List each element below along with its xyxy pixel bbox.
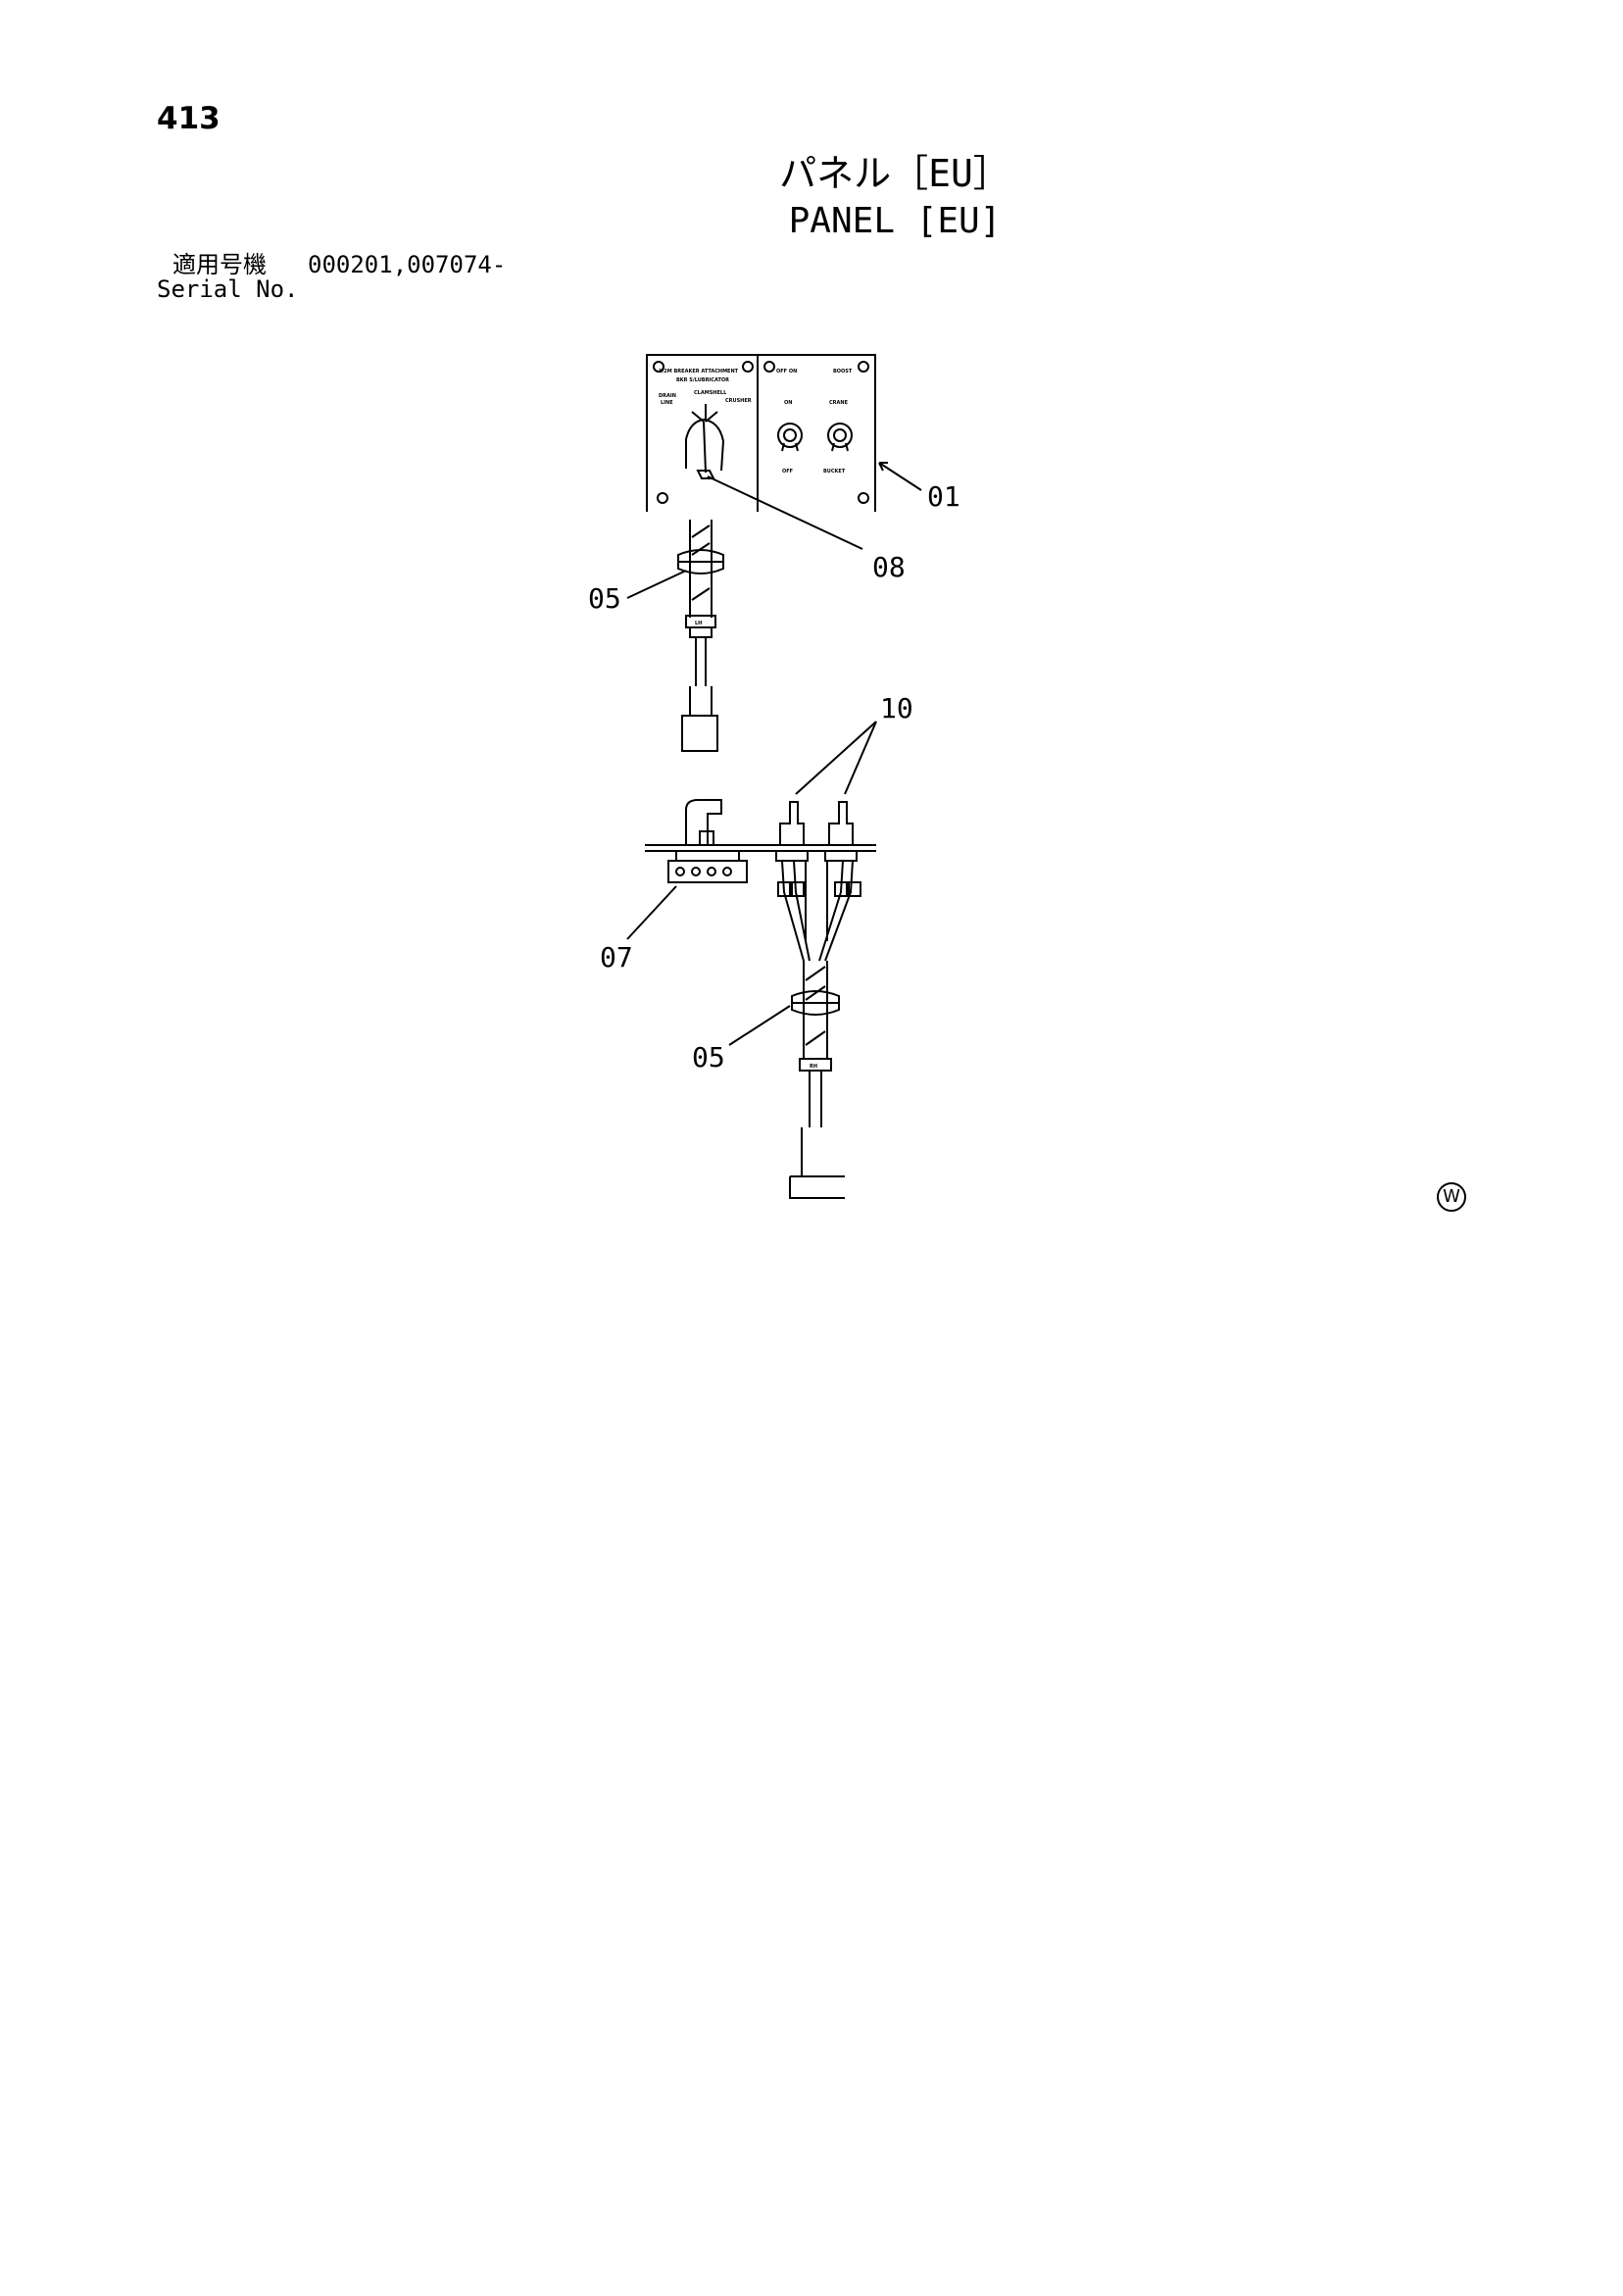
toggle-switch-1 <box>777 423 803 452</box>
toggle-1-label-bottom: OFF <box>782 469 793 474</box>
panel-front: 1/2M BREAKER ATTACHMENT BKR S/LUBRICATOR… <box>646 354 876 512</box>
callout-10: 10 <box>880 692 913 724</box>
rotary-selector <box>685 404 725 479</box>
upper-harness: LH <box>677 520 724 752</box>
toggle-switch-2 <box>827 423 853 452</box>
toggle-1-label-top: ON <box>784 400 792 406</box>
toggle-2-label-top: CRANE <box>829 400 849 406</box>
leader-10-a <box>795 721 877 795</box>
w-mark: W <box>1437 1182 1466 1212</box>
arrowhead-01 <box>878 462 888 472</box>
switch-label-line: LINE <box>661 400 673 406</box>
panel-side-view <box>645 799 876 962</box>
callout-07: 07 <box>600 941 633 973</box>
callout-05-lower: 05 <box>692 1041 725 1073</box>
panel-header-right-1: OFF ON <box>776 369 797 374</box>
callout-08: 08 <box>872 551 906 583</box>
leader-08 <box>707 475 863 550</box>
leader-05-lower <box>728 1005 791 1046</box>
title-english: PANEL [EU] <box>788 201 1002 241</box>
callout-05-upper: 05 <box>588 582 621 615</box>
page-number: 413 <box>157 101 221 136</box>
serial-label-japanese: 適用号機 <box>172 251 267 278</box>
leader-05-upper <box>626 570 687 599</box>
callout-01: 01 <box>927 480 960 513</box>
panel-header-right-2: BOOST <box>833 369 853 374</box>
panel-header-2: BKR S/LUBRICATOR <box>676 377 729 383</box>
serial-number-value: 000201,007074- <box>308 251 507 278</box>
cable-tag-2: RH <box>810 1064 817 1070</box>
switch-label-drain: DRAIN <box>659 393 676 399</box>
switch-label-clamshell: CLAMSHELL <box>694 390 727 396</box>
switch-label-crusher: CRUSHER <box>725 398 752 404</box>
serial-label-english: Serial No. <box>157 275 299 303</box>
leader-01 <box>878 462 922 491</box>
toggle-2-label-bottom: BUCKET <box>823 469 846 474</box>
leader-10-b <box>844 721 877 795</box>
leader-07 <box>626 885 677 940</box>
title-japanese: パネル［EU］ <box>779 152 1010 195</box>
cable-tag-1: LH <box>695 621 702 626</box>
panel-header-1: 1/2M BREAKER ATTACHMENT <box>659 369 739 374</box>
lower-harness: RH <box>789 961 845 1199</box>
